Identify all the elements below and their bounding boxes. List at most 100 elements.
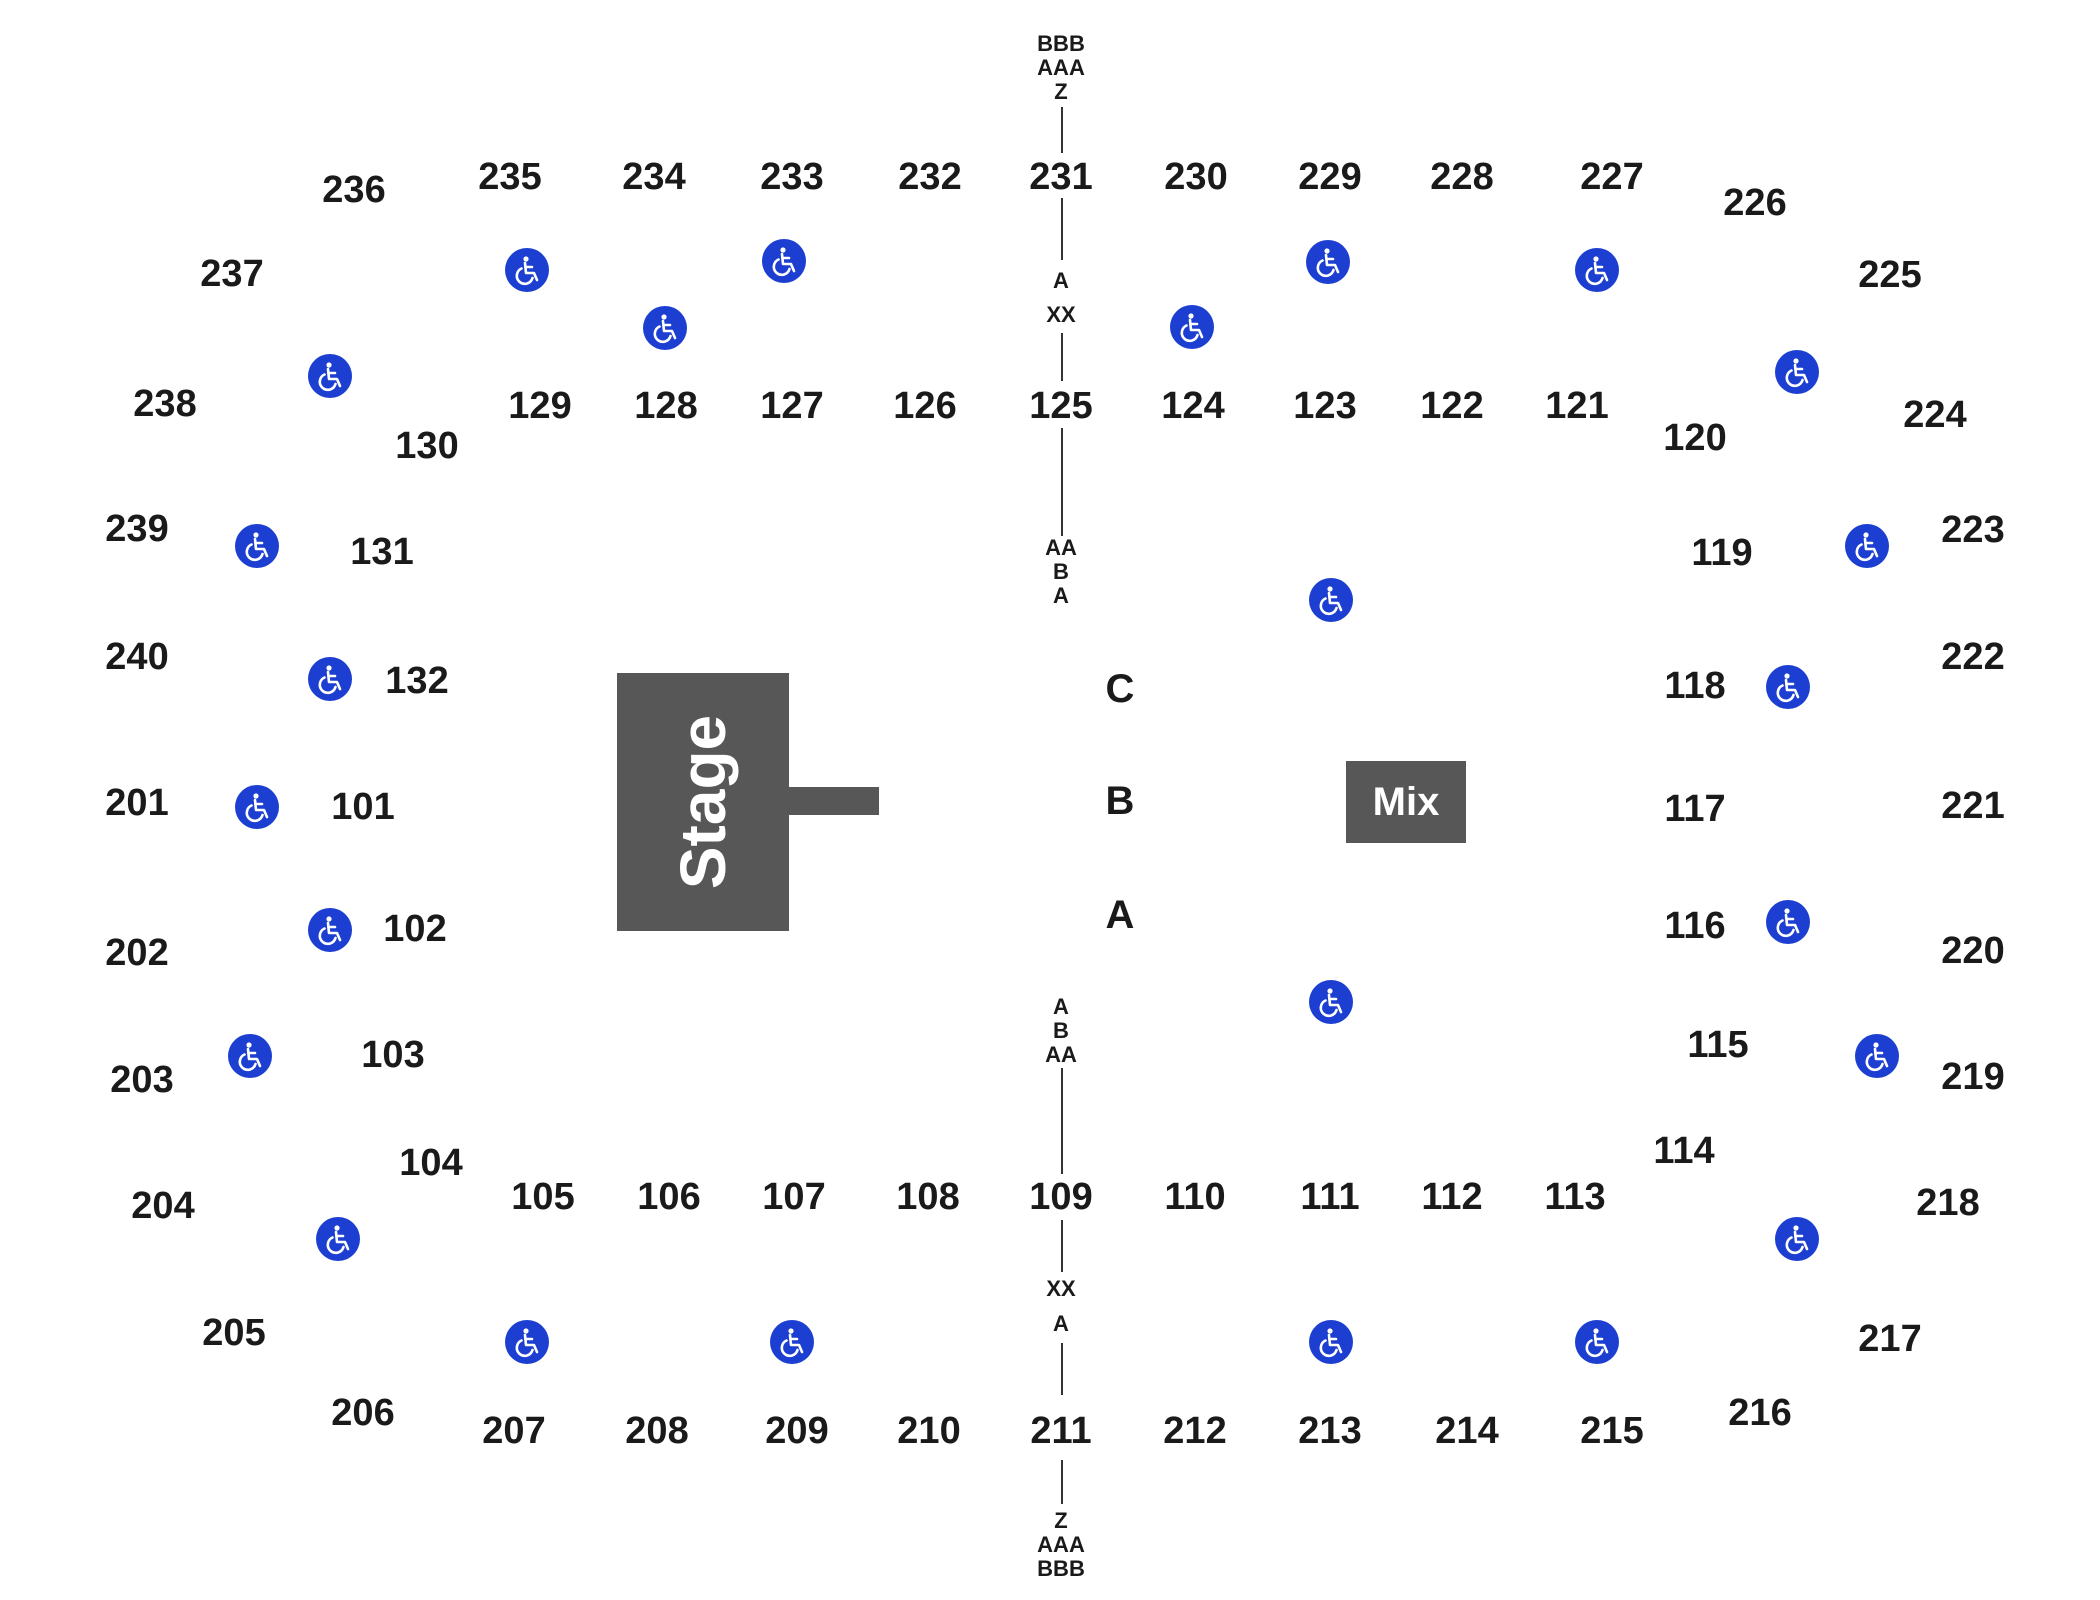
wheelchair-icon[interactable]: [770, 1320, 814, 1364]
section-label[interactable]: 205: [202, 1312, 266, 1354]
section-label[interactable]: 129: [508, 385, 572, 427]
section-label[interactable]: 203: [110, 1059, 174, 1101]
section-label[interactable]: 239: [105, 508, 169, 550]
section-label[interactable]: 220: [1941, 930, 2005, 972]
section-label[interactable]: 216: [1728, 1392, 1792, 1434]
section-label[interactable]: 233: [760, 156, 824, 198]
wheelchair-icon[interactable]: [235, 785, 279, 829]
section-label[interactable]: 107: [762, 1176, 826, 1218]
section-label[interactable]: 124: [1161, 385, 1225, 427]
section-label[interactable]: 207: [482, 1410, 546, 1452]
section-label[interactable]: 232: [898, 156, 962, 198]
section-label[interactable]: 118: [1664, 665, 1726, 707]
section-label[interactable]: 218: [1916, 1182, 1980, 1224]
wheelchair-icon[interactable]: [505, 1320, 549, 1364]
section-label[interactable]: 204: [131, 1185, 195, 1227]
section-label[interactable]: 113: [1544, 1176, 1606, 1218]
section-label[interactable]: 230: [1164, 156, 1228, 198]
section-label[interactable]: 111: [1300, 1176, 1360, 1218]
section-label[interactable]: 209: [765, 1410, 829, 1452]
section-label[interactable]: 224: [1903, 394, 1967, 436]
wheelchair-icon[interactable]: [316, 1217, 360, 1261]
section-label[interactable]: 212: [1163, 1410, 1227, 1452]
section-label[interactable]: 210: [897, 1410, 961, 1452]
wheelchair-icon[interactable]: [1855, 1034, 1899, 1078]
floor-section-b[interactable]: B: [1105, 779, 1135, 823]
wheelchair-icon[interactable]: [1309, 1320, 1353, 1364]
wheelchair-icon[interactable]: [1775, 1217, 1819, 1261]
section-label[interactable]: 132: [385, 660, 449, 702]
wheelchair-icon[interactable]: [1170, 305, 1214, 349]
section-label[interactable]: 227: [1580, 156, 1644, 198]
section-label[interactable]: 237: [200, 253, 264, 295]
wheelchair-icon[interactable]: [1306, 240, 1350, 284]
section-label[interactable]: 236: [322, 169, 386, 211]
section-label[interactable]: 228: [1430, 156, 1494, 198]
section-label[interactable]: 217: [1858, 1318, 1922, 1360]
section-label[interactable]: 119: [1691, 532, 1753, 574]
section-label[interactable]: 131: [350, 531, 414, 573]
section-label[interactable]: 127: [760, 385, 824, 427]
section-label[interactable]: 235: [478, 156, 542, 198]
section-label[interactable]: 126: [893, 385, 957, 427]
wheelchair-icon[interactable]: [505, 248, 549, 292]
section-label[interactable]: 117: [1664, 788, 1726, 830]
section-label[interactable]: 109: [1029, 1176, 1093, 1218]
section-label[interactable]: 229: [1298, 156, 1362, 198]
wheelchair-icon[interactable]: [308, 657, 352, 701]
wheelchair-icon[interactable]: [1775, 350, 1819, 394]
section-label[interactable]: 121: [1545, 385, 1609, 427]
wheelchair-icon[interactable]: [1845, 524, 1889, 568]
wheelchair-icon[interactable]: [308, 908, 352, 952]
section-label[interactable]: 125: [1029, 385, 1093, 427]
wheelchair-icon[interactable]: [1309, 578, 1353, 622]
section-label[interactable]: 225: [1858, 254, 1922, 296]
section-label[interactable]: 116: [1664, 905, 1726, 947]
section-label[interactable]: 120: [1663, 417, 1727, 459]
wheelchair-icon[interactable]: [1309, 980, 1353, 1024]
section-label[interactable]: 206: [331, 1392, 395, 1434]
section-label[interactable]: 128: [634, 385, 698, 427]
section-label[interactable]: 110: [1164, 1176, 1226, 1218]
section-label[interactable]: 226: [1723, 182, 1787, 224]
section-label[interactable]: 213: [1298, 1410, 1362, 1452]
section-label[interactable]: 114: [1653, 1130, 1715, 1172]
section-label[interactable]: 202: [105, 932, 169, 974]
section-label[interactable]: 115: [1687, 1024, 1749, 1066]
section-label[interactable]: 103: [361, 1034, 425, 1076]
section-label[interactable]: 214: [1435, 1410, 1499, 1452]
wheelchair-icon[interactable]: [235, 524, 279, 568]
wheelchair-icon[interactable]: [643, 306, 687, 350]
floor-section-c[interactable]: C: [1105, 667, 1135, 711]
section-label[interactable]: 208: [625, 1410, 689, 1452]
section-label[interactable]: 238: [133, 383, 197, 425]
section-label[interactable]: 219: [1941, 1056, 2005, 1098]
section-label[interactable]: 101: [331, 786, 395, 828]
wheelchair-icon[interactable]: [308, 354, 352, 398]
section-label[interactable]: 123: [1293, 385, 1357, 427]
wheelchair-icon[interactable]: [1766, 665, 1810, 709]
section-label[interactable]: 102: [383, 908, 447, 950]
section-label[interactable]: 211: [1030, 1410, 1092, 1452]
section-label[interactable]: 240: [105, 636, 169, 678]
wheelchair-icon[interactable]: [1575, 1320, 1619, 1364]
section-label[interactable]: 105: [511, 1176, 575, 1218]
section-label[interactable]: 201: [105, 782, 169, 824]
wheelchair-icon[interactable]: [1575, 248, 1619, 292]
section-label[interactable]: 223: [1941, 509, 2005, 551]
section-label[interactable]: 130: [395, 425, 459, 467]
section-label[interactable]: 221: [1941, 785, 2005, 827]
floor-section-a[interactable]: A: [1105, 893, 1135, 937]
wheelchair-icon[interactable]: [762, 239, 806, 283]
section-label[interactable]: 215: [1580, 1410, 1644, 1452]
section-label[interactable]: 104: [399, 1142, 463, 1184]
wheelchair-icon[interactable]: [1766, 900, 1810, 944]
section-label[interactable]: 122: [1420, 385, 1484, 427]
section-label[interactable]: 234: [622, 156, 686, 198]
wheelchair-icon[interactable]: [228, 1034, 272, 1078]
section-label[interactable]: 112: [1421, 1176, 1483, 1218]
section-label[interactable]: 106: [637, 1176, 701, 1218]
section-label[interactable]: 108: [896, 1176, 960, 1218]
section-label[interactable]: 222: [1941, 636, 2005, 678]
section-label[interactable]: 231: [1029, 156, 1093, 198]
